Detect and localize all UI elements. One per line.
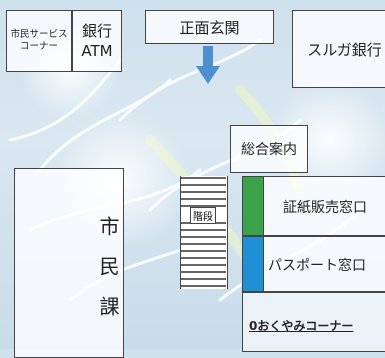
condolence-corner: 0おくやみコーナー [242, 292, 385, 352]
bank-atm: 銀行 ATM [72, 10, 122, 72]
city-service-corner-label: 市民サービスコーナー [10, 29, 68, 52]
main-entrance-label: 正面玄関 [179, 18, 240, 37]
suruga-bank: スルガ銀行 [292, 10, 385, 88]
stamp-sales-window: 証紙販売窓口 [242, 176, 385, 236]
stamp-window-marker [243, 177, 264, 235]
entrance-arrow [196, 46, 220, 86]
main-entrance: 正面玄関 [145, 10, 274, 44]
stamp-window-label: 証紙販売窓口 [283, 200, 367, 216]
bank-atm-label: 銀行 ATM [81, 22, 113, 60]
passport-window-label: パスポート窓口 [268, 258, 366, 274]
info-desk: 総合案内 [230, 125, 308, 173]
city-service-corner: 市民サービスコーナー [6, 10, 72, 72]
citizens-section-label: 市民課 [96, 216, 120, 336]
suruga-bank-label: スルガ銀行 [307, 40, 382, 59]
condolence-corner-label: 0おくやみコーナー [249, 319, 354, 333]
stairs: 階段 [180, 176, 228, 289]
citizens-section: 市民課 [14, 168, 124, 358]
passport-window: パスポート窓口 [242, 236, 385, 292]
stairs-label: 階段 [190, 207, 216, 224]
passport-window-marker [243, 237, 264, 291]
info-desk-label: 総合案内 [241, 142, 297, 158]
